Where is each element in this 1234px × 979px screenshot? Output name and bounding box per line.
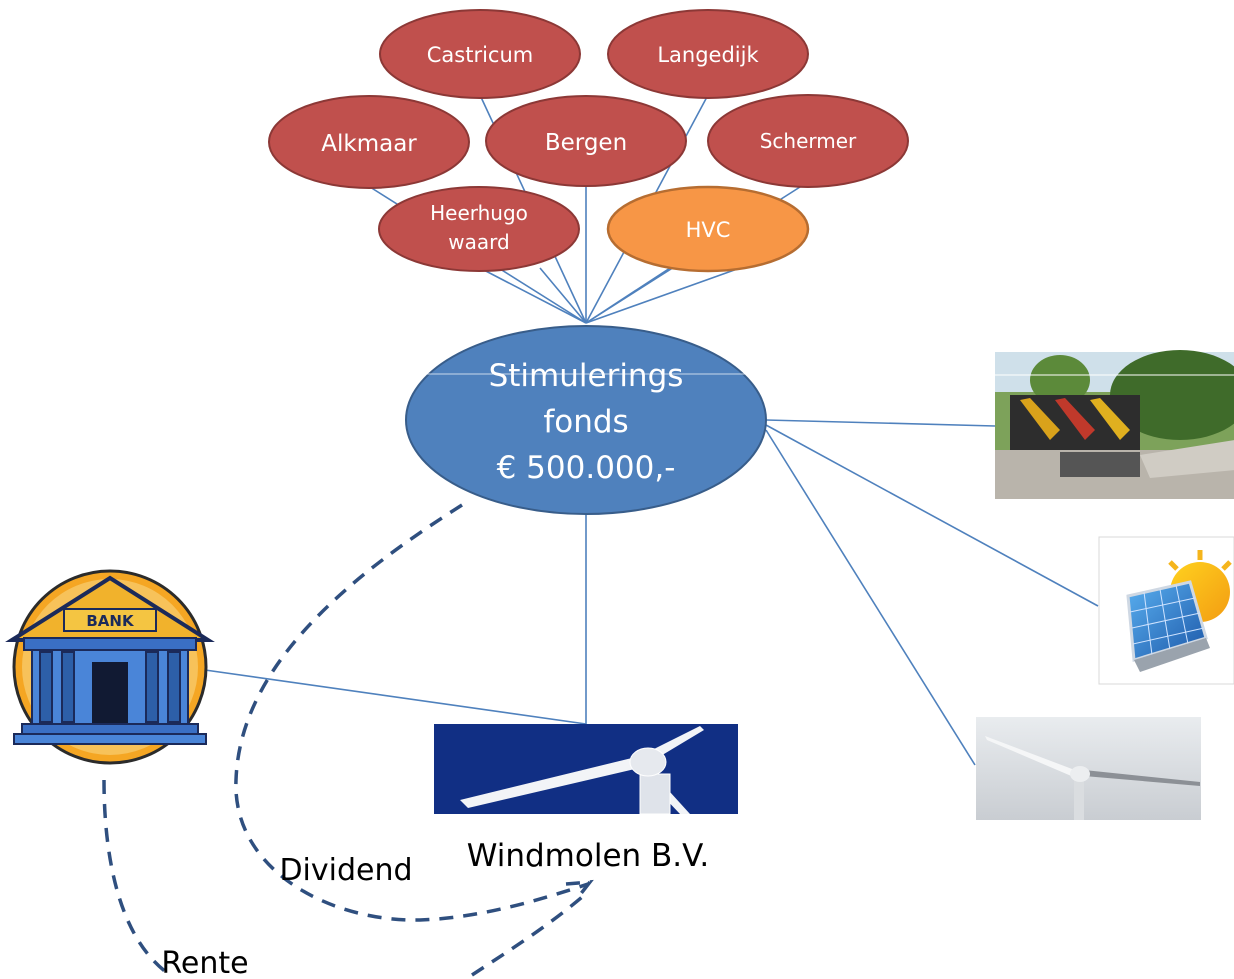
dividend-label: Dividend	[279, 853, 412, 888]
fund-connectors	[204, 419, 1099, 766]
windmill-company-label: Windmolen B.V.	[467, 838, 709, 874]
bank-sign-text: BANK	[86, 612, 135, 630]
node-hvc-label: HVC	[686, 218, 731, 242]
node-schermer: Schermer	[707, 94, 909, 188]
node-bergen: Bergen	[485, 95, 687, 187]
node-castricum: Castricum	[379, 9, 581, 99]
node-heerhugowaard: Heerhugo waard	[378, 186, 580, 272]
node-bergen-label: Bergen	[545, 130, 627, 156]
node-langedijk: Langedijk	[607, 9, 809, 99]
solar-panel-icon	[1098, 536, 1234, 685]
node-langedijk-label: Langedijk	[657, 43, 759, 67]
windmill-company-photo	[434, 724, 738, 815]
fund-label-line2: fonds	[543, 404, 628, 440]
node-schermer-label: Schermer	[760, 129, 857, 153]
dividend-flow	[234, 503, 594, 922]
fund-label-line3: € 500.000,-	[497, 450, 676, 486]
node-stimulation-fund: Stimulerings fonds € 500.000,-	[405, 325, 767, 515]
fund-label-line1: Stimulerings	[489, 358, 684, 394]
node-castricum-label: Castricum	[427, 43, 534, 67]
bank-building-icon: BANK	[5, 569, 215, 765]
node-hvc: HVC	[606, 185, 810, 273]
node-alkmaar-label: Alkmaar	[321, 131, 417, 157]
node-heerhugowaard-label-line1: Heerhugo	[430, 201, 528, 225]
interest-label: Rente	[161, 946, 248, 979]
node-heerhugowaard-label-line2: waard	[448, 230, 509, 254]
node-alkmaar: Alkmaar	[268, 95, 470, 189]
wind-turbine-photo	[976, 717, 1201, 820]
interest-flow	[102, 779, 590, 977]
modular-building-photo	[995, 350, 1234, 499]
